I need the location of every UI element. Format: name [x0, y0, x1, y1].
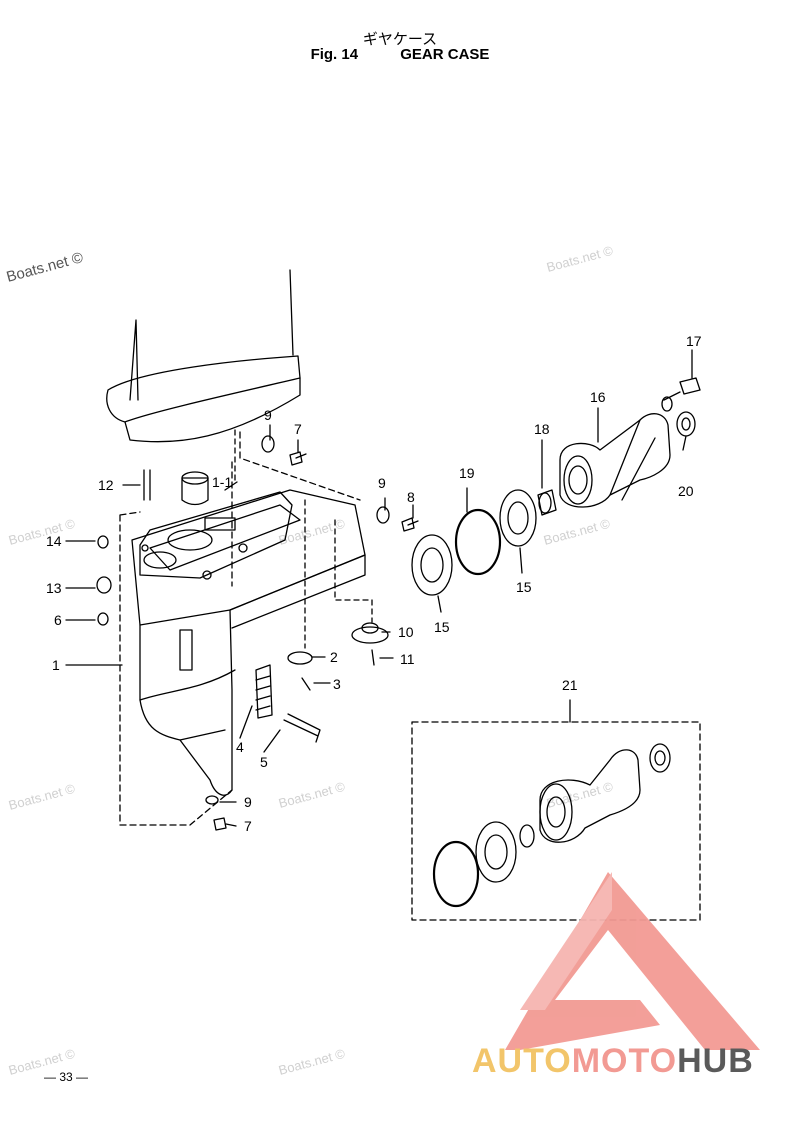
callout-20: 20	[678, 483, 694, 499]
gear-case-body	[131, 489, 366, 626]
callout-8: 8	[407, 489, 415, 505]
driveshaft-housing	[129, 269, 294, 401]
watermark: Boats.net ©	[7, 516, 77, 548]
housing-16	[559, 413, 671, 508]
figure-title: GEAR CASE	[400, 46, 490, 63]
watermark-main: Boats.net ©	[5, 249, 85, 286]
logo-word-moto: MOTO	[571, 1042, 678, 1080]
callout-16: 16	[590, 389, 606, 405]
logo-word-auto: AUTO	[472, 1042, 572, 1080]
callout-17: 17	[686, 333, 702, 349]
callout-9: 9	[378, 475, 386, 491]
detail-box-21	[411, 721, 701, 921]
title-japanese: ギヤケース	[362, 30, 438, 48]
automotohub-logo-mark	[505, 872, 760, 1050]
automotohub-logo-text: AUTOMOTOHUB	[472, 1042, 754, 1081]
callout-7: 7	[294, 421, 302, 437]
callout-15: 15	[434, 619, 450, 635]
bearing-15-upper	[499, 489, 537, 547]
line-art	[65, 269, 701, 921]
callout-9: 9	[244, 794, 252, 810]
callout-2: 2	[330, 649, 338, 665]
callout-15: 15	[516, 579, 532, 595]
callout-1: 1	[52, 657, 60, 673]
dashed-assembly-outline	[119, 431, 361, 826]
housing-flange	[106, 355, 301, 423]
callout-9: 9	[264, 407, 272, 423]
callout-11: 11	[400, 651, 415, 667]
watermark: Boats.net ©	[545, 243, 615, 275]
page-number: — 33 —	[44, 1070, 89, 1084]
callout-7: 7	[244, 818, 252, 834]
callout-1-1: 1-1	[212, 474, 232, 490]
leader-dashed	[234, 429, 373, 649]
callout-6: 6	[54, 612, 62, 628]
callout-12: 12	[98, 477, 114, 493]
callout-4: 4	[236, 739, 244, 755]
figure-label: Fig. 14	[310, 46, 359, 63]
o-ring-19	[454, 508, 502, 576]
callout-labels: 17 16 9 7 18 19 20 1-1 12 9 8 15 15 14 1…	[46, 333, 702, 834]
leader-lines	[65, 349, 693, 827]
watermark: Boats.net ©	[277, 516, 347, 548]
watermark: Boats.net ©	[277, 1046, 347, 1078]
title-row: Fig. 14 GEAR CASE	[0, 46, 800, 63]
callout-21: 21	[562, 677, 578, 693]
bearing-15-lower	[411, 534, 453, 596]
watermark: Boats.net ©	[542, 516, 612, 548]
callout-5: 5	[260, 754, 268, 770]
callout-3: 3	[333, 676, 341, 692]
callout-10: 10	[398, 624, 414, 640]
callout-14: 14	[46, 533, 62, 549]
watermark: Boats.net ©	[7, 781, 77, 813]
logo-word-hub: HUB	[677, 1042, 754, 1080]
callout-13: 13	[46, 580, 62, 596]
callout-18: 18	[534, 421, 550, 437]
callout-19: 19	[459, 465, 475, 481]
watermark: Boats.net ©	[277, 779, 347, 811]
